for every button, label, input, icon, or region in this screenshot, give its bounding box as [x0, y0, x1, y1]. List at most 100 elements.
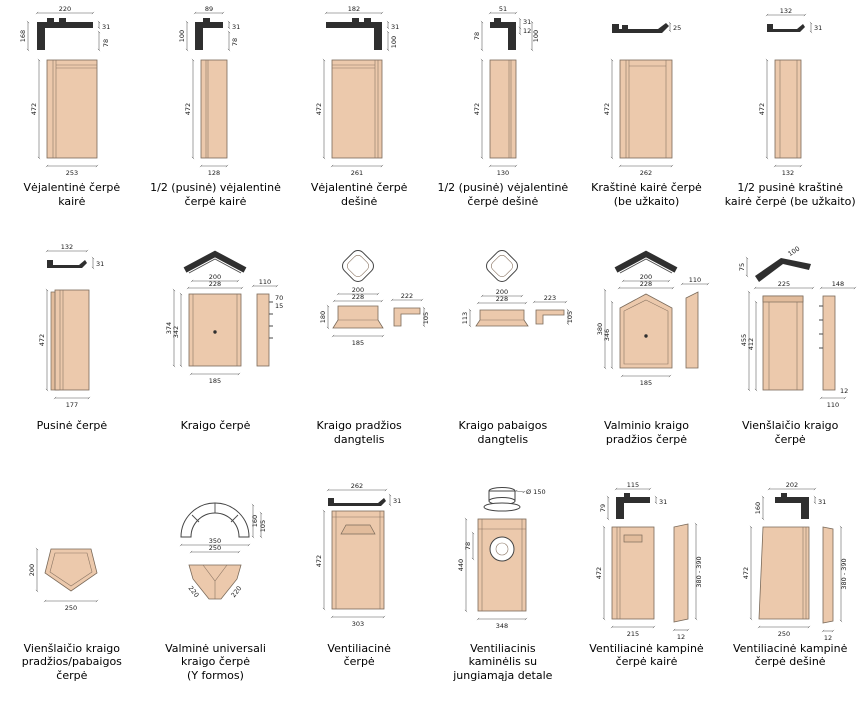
- technical-drawing: 132 31 472 132: [758, 7, 822, 177]
- dim-label: 350: [208, 537, 220, 545]
- dim-label: 380: [596, 323, 604, 335]
- profile-view: [755, 258, 812, 283]
- dim-label: 472: [603, 103, 611, 115]
- dim-label: 31: [393, 497, 401, 505]
- dim-label: 78: [464, 542, 472, 550]
- tile-caption: Kraigo pabaigos dangtelis: [458, 419, 548, 447]
- dimension-lines: 472 253: [30, 58, 99, 177]
- front-view: [50, 289, 90, 391]
- dim-label: 228: [208, 280, 220, 288]
- dim-label: 105: [422, 312, 430, 324]
- dim-label: 185: [639, 379, 651, 387]
- dim-label: 78: [473, 32, 481, 40]
- profile-view: [767, 24, 806, 32]
- dim-label: 105: [259, 519, 267, 531]
- technical-drawing: 75 100 225 148 455 412: [738, 245, 857, 409]
- dim-label: 148: [832, 280, 844, 288]
- dim-label: 100: [178, 30, 186, 42]
- dim-label: 31: [102, 23, 110, 31]
- profile-view: [775, 492, 810, 519]
- technical-drawing: Ø 150 440 78 348: [457, 486, 545, 630]
- dim-label: 250: [208, 544, 220, 552]
- dim-label: 25: [673, 24, 681, 32]
- dim-label: 472: [30, 103, 38, 115]
- profile-view: [611, 23, 669, 33]
- front-view: [619, 59, 672, 159]
- profile-view: [615, 492, 650, 519]
- dim-label: 180: [319, 311, 327, 323]
- tile-caption: Vienšlaičio kraigo čerpė: [741, 419, 839, 447]
- technical-drawing: 200 228 113 223 105: [461, 250, 574, 328]
- dim-label: 75: [738, 263, 746, 271]
- dimension-lines: 440 78 348: [457, 517, 528, 630]
- technical-drawing: 89 31 100 78 472 128: [178, 5, 240, 177]
- dim-label: 128: [207, 169, 219, 177]
- technical-drawing: 200 228 380 346 185 110: [596, 250, 709, 387]
- front-view: [611, 526, 654, 620]
- tile-caption: Ventiliacinis kaminėlis su jungiamąja de…: [453, 641, 553, 683]
- dimension-lines: 182 31 100: [324, 5, 399, 52]
- dim-label: 31: [391, 23, 399, 31]
- dim-label: 110: [827, 401, 839, 409]
- technical-drawing: 200 228 180 185 222 105: [319, 250, 430, 347]
- side-view: [256, 293, 273, 367]
- dimension-lines: 472 261: [315, 58, 384, 177]
- profile-view: [614, 250, 677, 274]
- dimension-lines: 472 177: [38, 289, 91, 409]
- catalog-cell-pusine-cerpe: 132 31 472 177 Pusinė čerpė: [0, 238, 144, 476]
- dim-label: 380 - 390: [695, 556, 703, 587]
- dim-label: 225: [778, 280, 790, 288]
- dim-label: 100: [390, 36, 398, 48]
- catalog-cell-ventiliacine-cerpe: 262 31 472 303 Ventiliacinė čerpė: [287, 477, 431, 715]
- dim-label: 89: [204, 5, 212, 13]
- dimension-lines: 472 128: [184, 58, 228, 177]
- dimension-lines: 200 228: [186, 273, 243, 290]
- dimension-lines: 472 215: [595, 525, 655, 638]
- dim-label: 12: [676, 633, 684, 641]
- dim-label: 31: [818, 498, 826, 506]
- chimney-cap-view: [483, 486, 521, 512]
- dimension-lines: 115 31 79: [599, 481, 667, 520]
- dimension-lines: 202 31 160: [754, 481, 826, 520]
- dimension-lines: 89 31 100 78: [178, 5, 240, 52]
- dimension-lines: 110 12: [819, 387, 848, 409]
- dim-label: 200: [208, 273, 220, 281]
- dim-label: 348: [496, 622, 508, 630]
- tile-caption: Ventiliacinė čerpė: [327, 641, 391, 669]
- dimension-lines: 455 412: [740, 291, 758, 392]
- dim-label: 132: [782, 169, 794, 177]
- catalog-cell-pusine-vejalentine-desine: 51 31 12 78 100 472 130 1/2: [431, 0, 575, 238]
- dim-label: 412: [747, 338, 755, 350]
- tile-caption: Ventiliacinė kampinė čerpė dešinė: [732, 641, 848, 669]
- tile-caption: Pusinė čerpė: [36, 419, 108, 433]
- front-view: [774, 59, 802, 159]
- tile-caption: Kraigo pradžios dangtelis: [316, 419, 402, 447]
- dim-label: 472: [473, 103, 481, 115]
- catalog-cell-krastine-kaire: 25 472 262 Kraštinė kairė čerpė (be užka…: [575, 0, 719, 238]
- dim-label: 160: [754, 501, 762, 513]
- dim-label: 472: [38, 334, 46, 346]
- technical-drawing: 115 31 79 472 215: [595, 481, 703, 641]
- dim-label: 12: [840, 387, 848, 395]
- dim-label: 228: [352, 293, 364, 301]
- dim-label: 15: [275, 302, 283, 310]
- dim-label: 31: [523, 18, 531, 26]
- dimension-lines: 223 105: [532, 294, 574, 326]
- dimension-lines: 262 31: [326, 482, 401, 506]
- dim-label: 261: [351, 169, 363, 177]
- dim-label: 262: [639, 169, 651, 177]
- technical-drawing: 132 31 472 177: [38, 243, 104, 409]
- technical-drawing: 262 31 472 303: [315, 482, 401, 628]
- technical-drawing: 51 31 12 78 100 472 130: [473, 5, 540, 177]
- technical-drawing: 25 472 262: [603, 21, 681, 177]
- front-view: [762, 295, 804, 391]
- dim-label: 70: [275, 294, 283, 302]
- tile-caption: 1/2 (pusinė) vėjalentinė čerpė kairė: [150, 181, 281, 208]
- dim-label: 346: [603, 329, 611, 341]
- technical-drawing: 220 168 31 78 472 253: [19, 5, 110, 177]
- dim-label: 228: [639, 280, 651, 288]
- dimension-lines: 374 342 185: [165, 289, 240, 385]
- dim-label: 342: [172, 326, 180, 338]
- technical-drawing: 182 31 100 472 261: [315, 5, 399, 177]
- profile-view: [194, 18, 223, 50]
